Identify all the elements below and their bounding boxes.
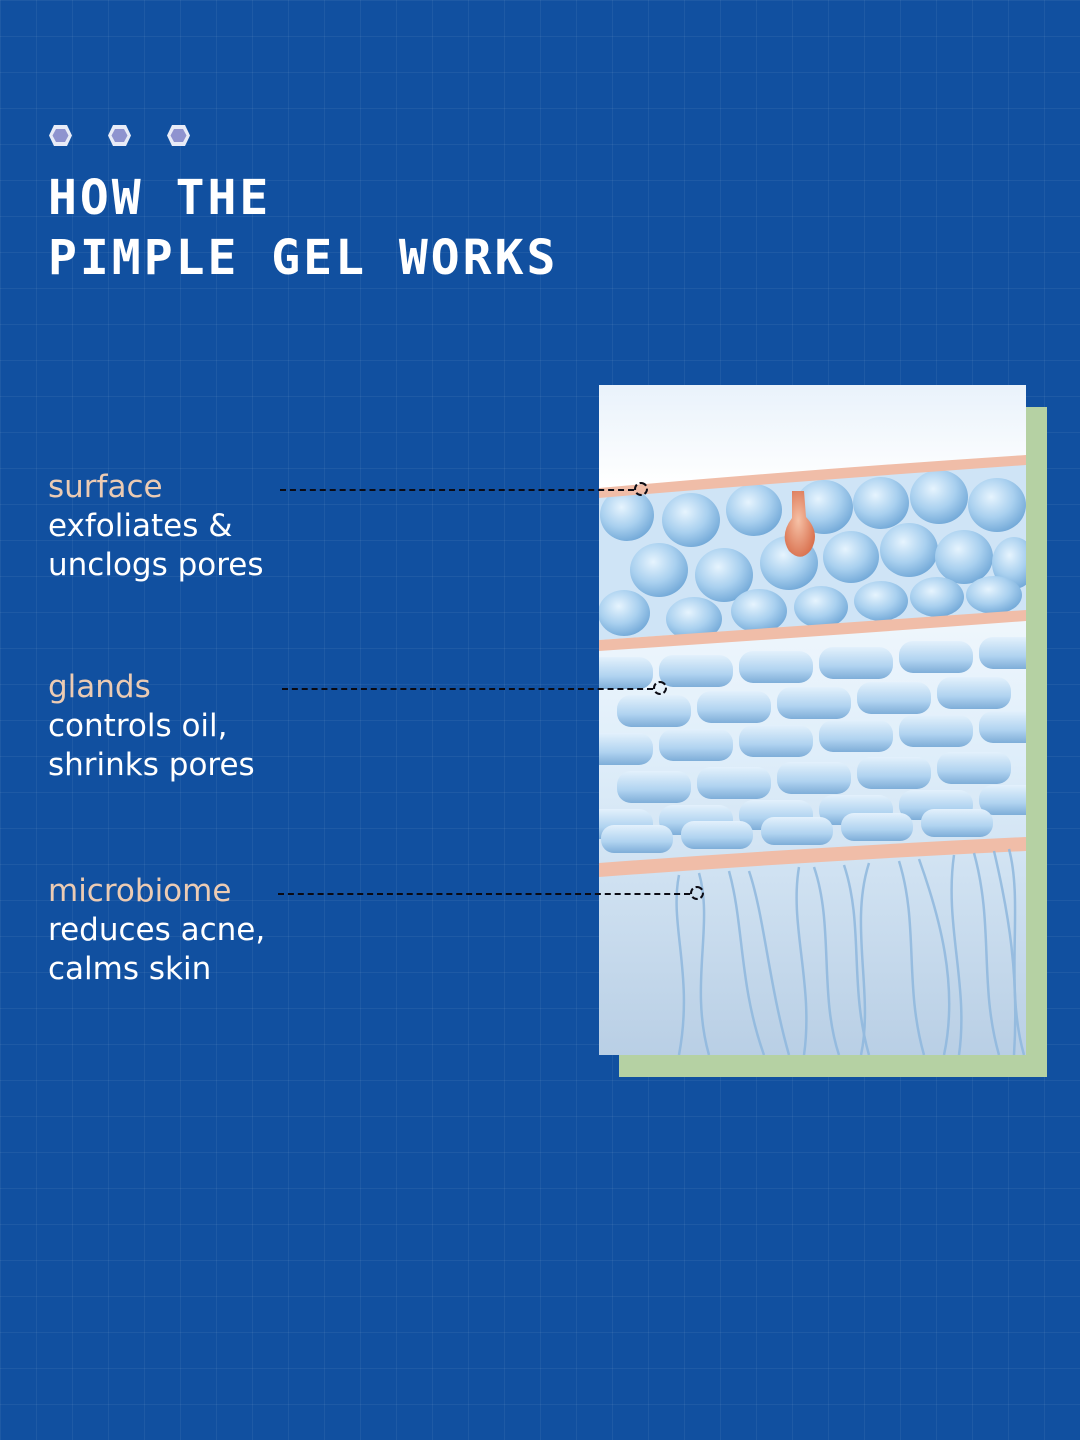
lower-strands	[675, 848, 1026, 1055]
pore-drop	[784, 491, 815, 557]
leader-line-surface	[280, 489, 634, 491]
callout-text: exfoliates &	[48, 508, 233, 544]
marker-ring-glands	[653, 681, 667, 695]
callout-text: reduces acne,	[48, 912, 266, 948]
page-title: HOW THE PIMPLE GEL WORKS	[48, 168, 558, 288]
callout-heading: glands	[48, 669, 151, 705]
oblong-cells	[599, 637, 1026, 853]
callout-text: shrinks pores	[48, 747, 255, 783]
decorative-dots	[48, 123, 191, 148]
skin-layers-illustration	[599, 385, 1026, 1055]
hexagon-dot-icon	[108, 125, 131, 146]
marker-ring-microbiome	[690, 886, 704, 900]
callout-surface: surface exfoliates & unclogs pores	[48, 468, 264, 585]
membrane-top	[599, 455, 1026, 498]
callout-glands: glands controls oil, shrinks pores	[48, 668, 255, 785]
leader-line-microbiome	[278, 893, 690, 895]
title-line-1: HOW THE	[48, 170, 272, 226]
hexagon-dot-icon	[167, 125, 190, 146]
membrane-middle	[599, 610, 1026, 651]
leader-line-glands	[282, 688, 653, 690]
callout-text: controls oil,	[48, 708, 228, 744]
callout-heading: microbiome	[48, 873, 232, 909]
hexagon-dot-icon	[49, 125, 72, 146]
callout-microbiome: microbiome reduces acne, calms skin	[48, 872, 265, 989]
marker-ring-surface	[634, 482, 648, 496]
callout-text: unclogs pores	[48, 547, 264, 583]
callout-text: calms skin	[48, 951, 212, 987]
title-line-2: PIMPLE GEL WORKS	[48, 230, 559, 286]
round-cells	[599, 470, 1026, 641]
membrane-bottom	[599, 837, 1026, 877]
callout-heading: surface	[48, 469, 163, 505]
